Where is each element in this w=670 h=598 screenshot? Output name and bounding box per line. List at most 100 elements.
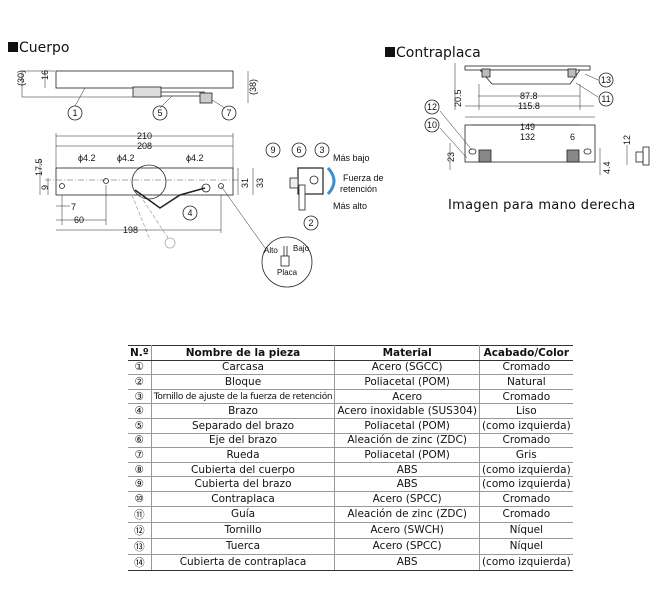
callout-10: 10 [427,120,437,130]
cell-part-name: Eje del brazo [151,432,336,449]
dim-9: 9 [40,185,50,190]
label-detail-high: Alto [264,246,278,255]
cell-finish: Cromado [479,505,573,523]
cell-material: Acero [334,388,480,405]
callout-6: 6 [296,145,301,155]
dim-38: (38) [248,79,258,95]
cell-part-name: Tuerca [151,537,336,555]
body-side-view [21,70,249,109]
section-title-strike: Contraplaca [385,45,481,61]
cell-finish: Cromado [479,490,573,507]
header-part-name: Nombre de la pieza [151,345,336,361]
cell-finish: (como izquierda) [479,417,573,434]
dim-31: 31 [240,178,250,188]
cell-part-name: Brazo [151,403,336,419]
dim-12: 12 [622,135,632,145]
cell-material: Acero (SWCH) [334,521,480,539]
cell-no: ⑧ [128,461,152,478]
dim-149: 149 [520,122,535,132]
callouts-body: 1 5 7 4 9 6 3 2 [67,105,330,231]
section-title-body-text: Cuerpo [19,40,70,56]
cell-finish: Gris [479,447,573,463]
label-lower: Más bajo [333,153,370,163]
cell-no: ⑦ [128,447,152,463]
cell-material: Poliacetal (POM) [334,374,480,390]
cell-part-name: Guía [151,505,336,523]
cell-no: ② [128,374,152,390]
dim-7: 7 [71,202,76,212]
cell-no: ⑪ [128,505,152,523]
cell-material: Acero (SGCC) [334,359,480,376]
cell-part-name: Bloque [151,374,336,390]
label-holding-force: Fuerza de [343,173,384,183]
cell-part-name: Carcasa [151,359,336,376]
callout-1: 1 [72,108,77,118]
cell-part-name: Tornillo de ajuste de la fuerza de reten… [151,388,336,405]
dim-hole-1: ϕ4.2 [78,153,96,163]
cell-finish: Níquel [479,521,573,539]
parts-table: N.º Nombre de la pieza Material Acabado/… [128,345,573,571]
label-higher: Más alto [333,201,367,211]
cell-no: ⑥ [128,432,152,449]
callout-7: 7 [226,108,231,118]
cell-no: ⑩ [128,490,152,507]
technical-drawing: (30) 16 (38) 1 5 7 4 9 6 3 2 [16,63,650,288]
cell-material: Acero (SPCC) [334,537,480,555]
header-finish: Acabado/Color [479,345,573,361]
strike-plate-drawing [424,63,650,175]
cell-material: Aleación de zinc (ZDC) [334,505,480,523]
dim-hole-2: ϕ4.2 [117,153,135,163]
dim-198: 198 [123,225,138,235]
dim-17-5: 17.5 [34,158,44,176]
cell-no: ⑤ [128,417,152,434]
section-title-strike-text: Contraplaca [396,45,481,61]
cell-material: Acero (SPCC) [334,490,480,507]
cell-material: Poliacetal (POM) [334,417,480,434]
cell-no: ⑭ [128,553,152,571]
table-header-row: N.º Nombre de la pieza Material Acabado/… [128,345,573,361]
callout-5: 5 [157,108,162,118]
callout-4: 4 [187,208,192,218]
cell-finish: Cromado [479,432,573,449]
dim-4-4: 4.4 [602,161,612,174]
body-front-view [39,133,271,256]
cell-part-name: Contraplaca [151,490,336,507]
cell-material: Aleación de zinc (ZDC) [334,432,480,449]
dim-60: 60 [74,215,84,225]
header-no: N.º [128,345,152,361]
dim-33: 33 [255,178,265,188]
section-title-body: Cuerpo [8,40,69,56]
cell-finish: Cromado [479,388,573,405]
dim-115-8: 115.8 [518,101,540,111]
cell-part-name: Cubierta del cuerpo [151,461,336,478]
cell-finish: Cromado [479,359,573,376]
image-caption: Imagen para mano derecha [448,198,636,213]
cell-material: Acero inoxidable (SUS304) [334,403,480,419]
callout-3: 3 [319,145,324,155]
cell-finish: Níquel [479,537,573,555]
dim-132: 132 [520,132,535,142]
cell-material: ABS [334,553,480,571]
cell-part-name: Cubierta del brazo [151,476,336,492]
label-detail-low: Bajo [293,244,310,253]
callout-12: 12 [427,102,437,112]
cell-part-name: Separado del brazo [151,417,336,434]
callout-11: 11 [601,94,610,104]
label-detail-plate: Placa [277,268,298,277]
cell-no: ⑨ [128,476,152,492]
dim-23: 23 [446,152,456,162]
dim-16: 16 [40,70,50,80]
body-end-view [261,166,336,288]
dim-210: 210 [137,131,152,141]
cell-material: ABS [334,476,480,492]
cell-no: ⑬ [128,537,152,555]
cell-finish: (como izquierda) [479,476,573,492]
cell-material: ABS [334,461,480,478]
